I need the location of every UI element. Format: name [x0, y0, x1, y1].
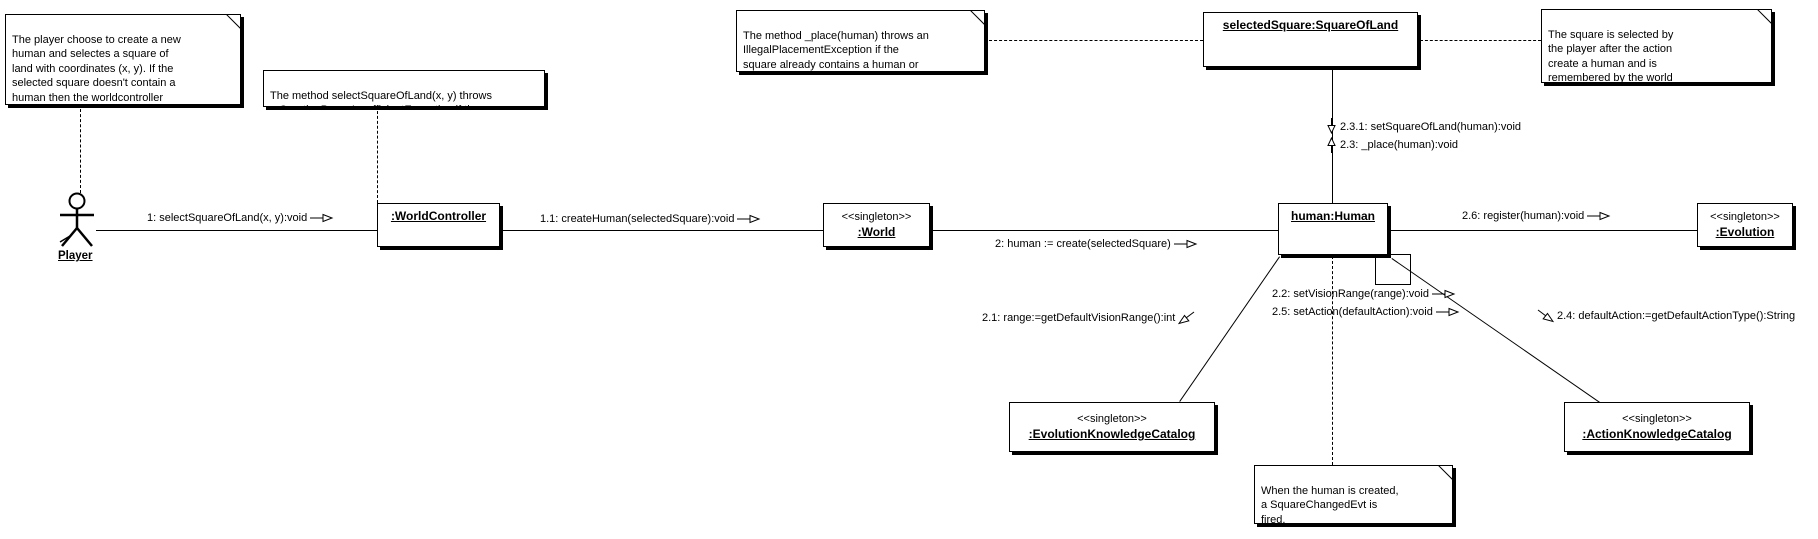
object-stereotype: <<singleton>>: [1710, 211, 1780, 223]
note-text: The player choose to create a new human …: [12, 33, 181, 104]
object-evolution: <<singleton>> :Evolution: [1697, 203, 1793, 247]
object-name: :EvolutionKnowledgeCatalog: [1028, 427, 1196, 441]
object-stereotype: <<singleton>>: [1077, 413, 1147, 425]
message-label: 2: human := create(selectedSquare): [995, 238, 1171, 250]
object-name: selectedSquare:SquareOfLand: [1222, 18, 1399, 32]
message-2-1: 2.1: range:=getDefaultVisionRange():int: [982, 311, 1195, 325]
note-dogear-icon: [970, 11, 984, 25]
note-connector-player: [80, 104, 81, 193]
message-2-3: 2.3: _place(human):void: [1326, 136, 1458, 153]
message-label: 2.6: register(human):void: [1462, 210, 1585, 222]
note-text: When the human is created, a SquareChang…: [1261, 484, 1399, 524]
link-square-human: [1332, 68, 1333, 203]
actor-player-label: Player: [58, 250, 93, 262]
message-arrow-down-icon: [1327, 118, 1336, 135]
object-stereotype: <<singleton>>: [1622, 413, 1692, 425]
message-arrow-right-icon: [1587, 211, 1611, 221]
note-square-changed: When the human is created, a SquareChang…: [1254, 465, 1453, 524]
message-arrow-right-icon: [310, 213, 334, 223]
message-arrow-down-right-icon: [1537, 309, 1554, 323]
message-2-4: 2.4: defaultAction:=getDefaultActionType…: [1537, 309, 1795, 323]
message-arrow-up-icon: [1327, 136, 1336, 153]
message-arrow-right-icon: [1435, 307, 1460, 317]
link-human-actioncatalog: [1391, 258, 1601, 403]
message-arrow-right-icon: [737, 214, 761, 224]
message-label: 2.3.1: setSquareOfLand(human):void: [1340, 120, 1522, 133]
message-label: 2.1: range:=getDefaultVisionRange():int: [982, 312, 1176, 324]
note-connector-selectmethod: [377, 106, 378, 203]
object-world: <<singleton>> :World: [823, 203, 930, 247]
note-text: The square is selected by the player aft…: [1548, 28, 1674, 83]
object-stereotype: <<singleton>>: [841, 211, 912, 223]
object-selected-square: selectedSquare:SquareOfLand: [1203, 12, 1418, 67]
object-evolution-knowledge-catalog: <<singleton>> :EvolutionKnowledgeCatalog: [1009, 402, 1215, 452]
message-label: 2.2: setVisionRange(range):void: [1272, 288, 1429, 300]
note-connector-place: [984, 40, 1203, 41]
link-human-evolutioncatalog: [1179, 256, 1280, 402]
message-arrow-right-icon: [1173, 239, 1198, 249]
object-human: human:Human: [1278, 203, 1388, 255]
note-square-selected: The square is selected by the player aft…: [1541, 9, 1772, 83]
object-name: :World: [857, 225, 896, 239]
note-connector-squareselected: [1420, 40, 1541, 41]
message-2-3-1: 2.3.1: setSquareOfLand(human):void: [1326, 118, 1521, 135]
message-arrow-down-left-icon: [1178, 311, 1195, 325]
object-action-knowledge-catalog: <<singleton>> :ActionKnowledgeCatalog: [1564, 402, 1750, 452]
note-player-choose: The player choose to create a new human …: [5, 14, 241, 105]
message-2: 2: human := create(selectedSquare): [995, 238, 1198, 250]
note-text: The method _place(human) throws an Illeg…: [743, 29, 929, 71]
self-message-loop: [1375, 254, 1411, 285]
message-1-1: 1.1: createHuman(selectedSquare):void: [540, 213, 761, 225]
message-2-2: 2.2: setVisionRange(range):void: [1272, 288, 1456, 300]
object-name: :ActionKnowledgeCatalog: [1582, 427, 1732, 441]
object-name: :Evolution: [1715, 225, 1775, 239]
message-2-6: 2.6: register(human):void: [1462, 210, 1611, 222]
note-connector-squarechanged: [1332, 256, 1333, 465]
message-label: 1.1: createHuman(selectedSquare):void: [540, 213, 735, 225]
message-arrow-right-icon: [1431, 289, 1456, 299]
actor-player-icon: [56, 192, 98, 248]
note-dogear-icon: [1757, 10, 1771, 24]
message-label: 2.5: setAction(defaultAction):void: [1272, 306, 1433, 318]
message-1: 1: selectSquareOfLand(x, y):void: [147, 212, 334, 224]
note-select-method: The method selectSquareOfLand(x, y) thro…: [263, 70, 545, 107]
object-world-controller: :WorldController: [377, 203, 500, 247]
note-text: The method selectSquareOfLand(x, y) thro…: [270, 89, 492, 107]
note-place-method: The method _place(human) throws an Illeg…: [736, 10, 985, 72]
object-name: :WorldController: [390, 209, 487, 223]
message-label: 1: selectSquareOfLand(x, y):void: [147, 212, 308, 224]
note-dogear-icon: [226, 15, 240, 29]
note-dogear-icon: [1438, 466, 1452, 480]
message-label: 2.4: defaultAction:=getDefaultActionType…: [1557, 310, 1796, 322]
object-name: human:Human: [1291, 209, 1375, 223]
message-label: 2.3: _place(human):void: [1340, 138, 1459, 151]
message-2-5: 2.5: setAction(defaultAction):void: [1272, 306, 1460, 318]
